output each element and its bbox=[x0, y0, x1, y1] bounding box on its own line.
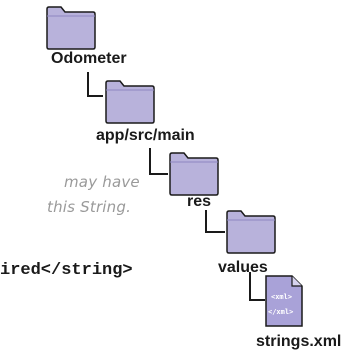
folder-icon bbox=[46, 6, 96, 50]
annotation-note-line2: this String. bbox=[47, 198, 132, 216]
folder-label-odometer: Odometer bbox=[51, 50, 127, 67]
folder-label-res: res bbox=[187, 193, 212, 210]
xml-close-tag: </xml> bbox=[268, 308, 294, 316]
folder-label-values: values bbox=[218, 259, 268, 276]
folder-icon bbox=[105, 80, 155, 124]
code-snippet: ired</string> bbox=[0, 261, 133, 280]
folder-label-app-src-main: app/src/main bbox=[96, 127, 195, 144]
xml-file-icon bbox=[265, 275, 303, 327]
annotation-note-line1: may have bbox=[64, 173, 140, 191]
xml-open-tag: <xml> bbox=[271, 293, 293, 301]
file-label-strings-xml: strings.xml bbox=[256, 333, 342, 350]
folder-icon bbox=[226, 210, 276, 254]
folder-icon bbox=[169, 152, 219, 196]
